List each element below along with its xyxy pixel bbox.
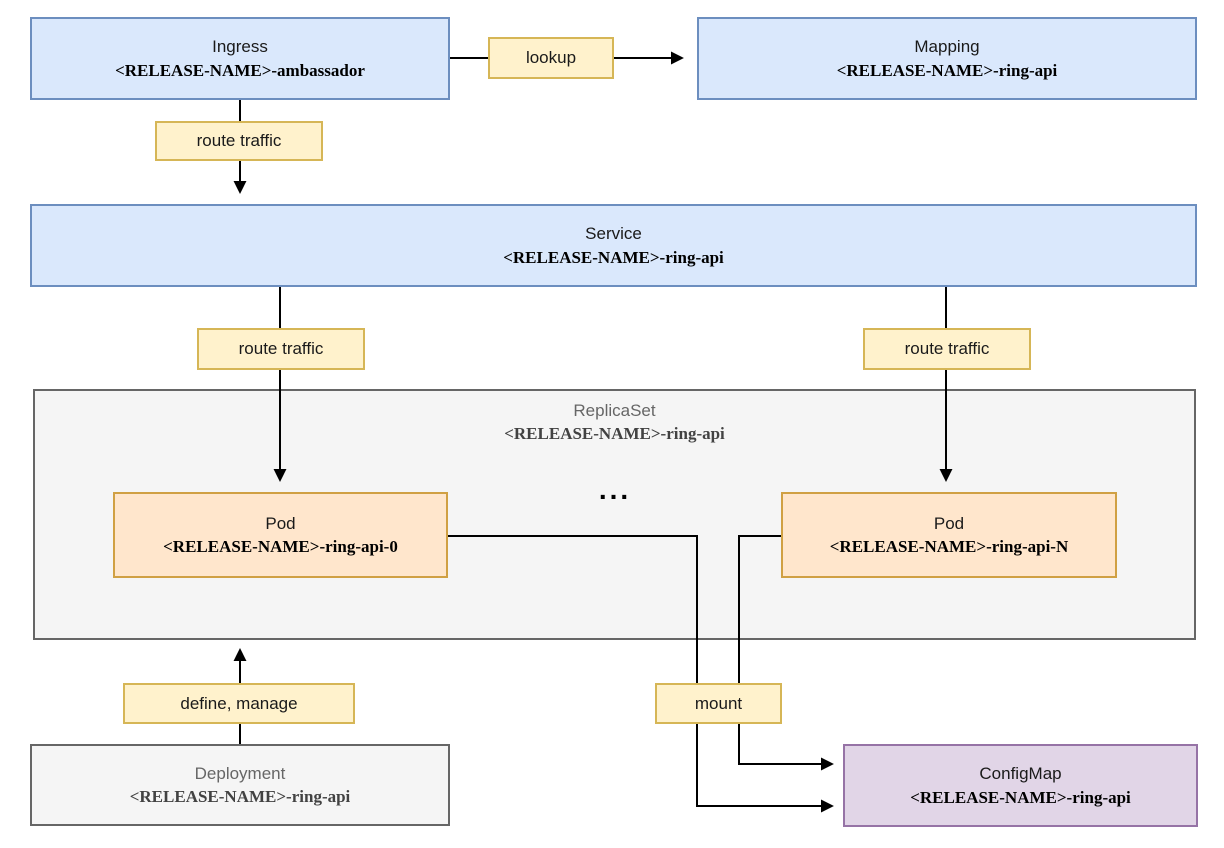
node-configmap: ConfigMap <RELEASE-NAME>-ring-api bbox=[843, 744, 1198, 827]
edge-label-lookup: lookup bbox=[488, 37, 614, 79]
node-ingress: Ingress <RELEASE-NAME>-ambassador bbox=[30, 17, 450, 100]
node-pod-n: Pod <RELEASE-NAME>-ring-api-N bbox=[781, 492, 1117, 578]
edge-label-mount: mount bbox=[655, 683, 782, 724]
node-subtitle: <RELEASE-NAME>-ring-api bbox=[129, 787, 351, 806]
node-mapping: Mapping <RELEASE-NAME>-ring-api bbox=[697, 17, 1197, 100]
node-service: Service <RELEASE-NAME>-ring-api bbox=[30, 204, 1197, 287]
node-pod-0: Pod <RELEASE-NAME>-ring-api-0 bbox=[113, 492, 448, 578]
node-title: ReplicaSet bbox=[573, 401, 656, 420]
node-subtitle: <RELEASE-NAME>-ring-api bbox=[910, 787, 1131, 807]
edge-label-define-manage: define, manage bbox=[123, 683, 355, 724]
node-subtitle: <RELEASE-NAME>-ambassador bbox=[115, 60, 365, 80]
node-title: ConfigMap bbox=[979, 764, 1062, 784]
node-subtitle: <RELEASE-NAME>-ring-api bbox=[836, 60, 1058, 80]
node-title: Ingress bbox=[212, 37, 268, 57]
pods-ellipsis: ... bbox=[598, 474, 632, 505]
edge-label-route-traffic-left: route traffic bbox=[197, 328, 365, 370]
node-deployment: Deployment <RELEASE-NAME>-ring-api bbox=[30, 744, 450, 826]
node-title: Service bbox=[585, 224, 642, 244]
node-subtitle: <RELEASE-NAME>-ring-api-0 bbox=[163, 537, 398, 556]
node-title: Pod bbox=[265, 513, 296, 533]
node-subtitle: <RELEASE-NAME>-ring-api bbox=[503, 247, 724, 267]
node-title: Mapping bbox=[914, 37, 980, 57]
node-subtitle: <RELEASE-NAME>-ring-api bbox=[504, 424, 725, 444]
node-title: Pod bbox=[933, 513, 965, 533]
node-subtitle: <RELEASE-NAME>-ring-api-N bbox=[829, 537, 1069, 556]
node-title: Deployment bbox=[194, 763, 286, 783]
edge-label-route-traffic-ingress: route traffic bbox=[155, 121, 323, 161]
edge-label-route-traffic-right: route traffic bbox=[863, 328, 1031, 370]
